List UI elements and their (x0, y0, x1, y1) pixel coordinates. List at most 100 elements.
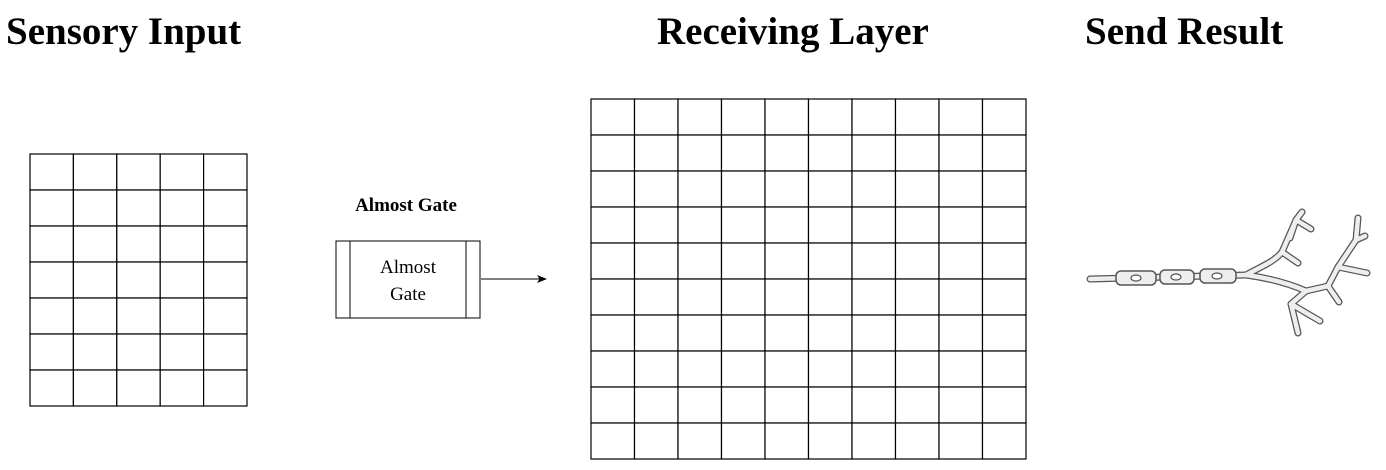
receiving-grid-cell (938, 386, 984, 424)
receiving-grid-cell (720, 278, 766, 316)
receiving-grid-cell (633, 350, 679, 388)
receiving-grid-cell (807, 170, 853, 208)
receiving-grid-cell (981, 422, 1027, 460)
receiving-grid-cell (677, 134, 723, 172)
receiving-grid-cell (677, 170, 723, 208)
neuron-icon (1086, 208, 1371, 337)
receiving-grid-cell (981, 386, 1027, 424)
sensory-grid-cell (159, 369, 205, 407)
sensory-grid-cell (72, 369, 118, 407)
receiving-grid-cell (807, 422, 853, 460)
sensory-grid-cell (29, 153, 75, 191)
receiving-grid-cell (633, 242, 679, 280)
receiving-layer-heading: Receiving Layer (657, 10, 929, 53)
receiving-grid-cell (764, 98, 810, 136)
receiving-grid-cell (677, 206, 723, 244)
receiving-grid-cell (590, 134, 636, 172)
receiving-grid-cell (807, 278, 853, 316)
receiving-grid-cell (894, 206, 940, 244)
receiving-grid-cell (677, 386, 723, 424)
sensory-grid-cell (72, 225, 118, 263)
sensory-grid-cell (29, 225, 75, 263)
receiving-grid-cell (851, 134, 897, 172)
receiving-grid-cell (851, 170, 897, 208)
sensory-grid-cell (203, 333, 248, 371)
sensory-grid-cell (203, 189, 248, 227)
almost-gate-box-label-line1: Almost (380, 257, 437, 278)
receiving-grid-cell (894, 422, 940, 460)
sensory-grid-cell (72, 333, 118, 371)
receiving-grid-cell (764, 170, 810, 208)
receiving-grid-cell (633, 386, 679, 424)
sensory-grid-cell (203, 225, 248, 263)
receiving-grid-cell (894, 350, 940, 388)
sensory-grid-cell (116, 225, 161, 263)
receiving-grid-cell (590, 278, 636, 316)
receiving-grid-cell (807, 350, 853, 388)
receiving-grid-cell (633, 170, 679, 208)
receiving-grid-cell (720, 170, 766, 208)
receiving-grid-cell (720, 206, 766, 244)
sensory-input-heading: Sensory Input (6, 10, 242, 53)
sensory-grid-cell (203, 369, 248, 407)
sensory-grid-cell (159, 189, 205, 227)
receiving-grid-cell (938, 314, 984, 352)
receiving-grid-cell (981, 350, 1027, 388)
receiving-grid-cell (851, 278, 897, 316)
receiving-grid-cell (633, 314, 679, 352)
receiving-grid-cell (590, 422, 636, 460)
sensory-grid-cell (116, 297, 161, 335)
receiving-grid-cell (590, 386, 636, 424)
receiving-grid-cell (981, 278, 1027, 316)
receiving-grid-cell (894, 134, 940, 172)
receiving-grid-cell (851, 98, 897, 136)
receiving-grid-cell (981, 98, 1027, 136)
almost-gate-title: Almost Gate (355, 195, 457, 216)
receiving-grid-cell (633, 206, 679, 244)
receiving-grid-cell (807, 242, 853, 280)
sensory-grid-cell (72, 297, 118, 335)
sensory-grid-cell (203, 297, 248, 335)
sensory-grid-cell (116, 189, 161, 227)
receiving-grid-cell (981, 242, 1027, 280)
receiving-grid-cell (720, 242, 766, 280)
sensory-grid-cell (159, 333, 205, 371)
almost-gate-box: Almost Gate (335, 240, 481, 319)
receiving-grid-cell (633, 134, 679, 172)
receiving-grid-cell (633, 98, 679, 136)
sensory-grid-cell (159, 153, 205, 191)
sensory-grid-cell (159, 261, 205, 299)
receiving-grid-cell (764, 314, 810, 352)
sensory-grid-cell (29, 261, 75, 299)
receiving-grid-cell (938, 170, 984, 208)
receiving-grid-cell (894, 278, 940, 316)
receiving-grid-cell (677, 278, 723, 316)
receiving-grid-cell (764, 278, 810, 316)
receiving-grid-cell (720, 350, 766, 388)
receiving-grid-cell (851, 242, 897, 280)
receiving-grid-cell (677, 350, 723, 388)
receiving-grid-cell (764, 386, 810, 424)
receiving-grid-cell (590, 242, 636, 280)
receiving-grid-cell (981, 170, 1027, 208)
receiving-grid-cell (764, 242, 810, 280)
sensory-grid-cell (29, 333, 75, 371)
receiving-grid-cell (807, 134, 853, 172)
receiving-grid-cell (981, 314, 1027, 352)
receiving-grid-cell (851, 206, 897, 244)
receiving-grid-cell (894, 386, 940, 424)
receiving-grid-cell (764, 134, 810, 172)
receiving-grid-cell (851, 422, 897, 460)
receiving-grid-cell (720, 134, 766, 172)
receiving-grid-cell (851, 386, 897, 424)
receiving-grid-cell (938, 278, 984, 316)
receiving-grid-cell (807, 386, 853, 424)
receiving-grid-cell (851, 350, 897, 388)
receiving-grid-cell (720, 98, 766, 136)
receiving-grid-cell (764, 350, 810, 388)
receiving-grid-cell (807, 206, 853, 244)
sensory-grid-cell (116, 261, 161, 299)
sensory-grid-cell (72, 153, 118, 191)
receiving-grid-cell (894, 314, 940, 352)
